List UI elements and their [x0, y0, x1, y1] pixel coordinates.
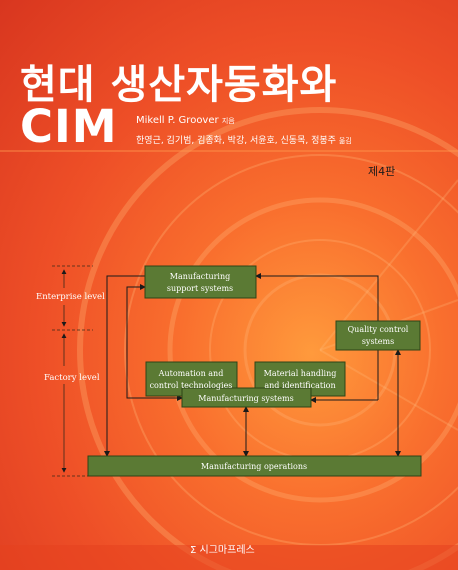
automation-label-1: Automation and	[158, 369, 224, 378]
automation-label-2: control technologies	[150, 381, 233, 390]
translators-line: 한영근, 김기범, 김종화, 박강, 서윤호, 신동목, 정봉주 옮김	[136, 133, 352, 146]
factory-level-label: Factory level	[44, 373, 100, 383]
enterprise-level-label: Enterprise level	[36, 292, 105, 302]
author-name: Mikell P. Groover	[136, 115, 219, 126]
manufacturing-operations-box	[87, 455, 422, 477]
translators-role: 옮김	[338, 137, 352, 145]
edition-label: 제4판	[368, 165, 396, 178]
level-brackets	[52, 265, 93, 477]
quality-control-label-2: systems	[362, 337, 394, 346]
diagram-connectors	[104, 273, 401, 457]
book-title-line1: 현대 생산자동화와	[20, 62, 338, 108]
material-handling-label-1: Material handling	[264, 369, 337, 378]
manufacturing-operations-label: Manufacturing operations	[201, 462, 307, 471]
support-systems-box	[144, 265, 257, 299]
support-systems-label-2: support systems	[167, 284, 233, 293]
quality-control-box	[335, 320, 421, 351]
quality-control-label-1: Quality control	[348, 325, 409, 334]
manufacturing-systems-box	[181, 387, 312, 408]
support-systems-label-1: Manufacturing	[170, 272, 231, 281]
author-line: Mikell P. Groover 지음	[136, 115, 235, 126]
publisher-name: 시그마프레스	[199, 545, 255, 556]
manufacturing-systems-label: Manufacturing systems	[198, 394, 293, 403]
author-role: 지음	[221, 117, 235, 125]
publisher: Σ 시그마프레스	[190, 541, 255, 556]
material-handling-label-2: and identification	[264, 381, 335, 390]
sigma-icon: Σ	[190, 545, 197, 556]
book-title-line2: CIM	[20, 100, 118, 153]
translator-names: 한영근, 김기범, 김종화, 박강, 서윤호, 신동목, 정봉주	[136, 136, 336, 146]
